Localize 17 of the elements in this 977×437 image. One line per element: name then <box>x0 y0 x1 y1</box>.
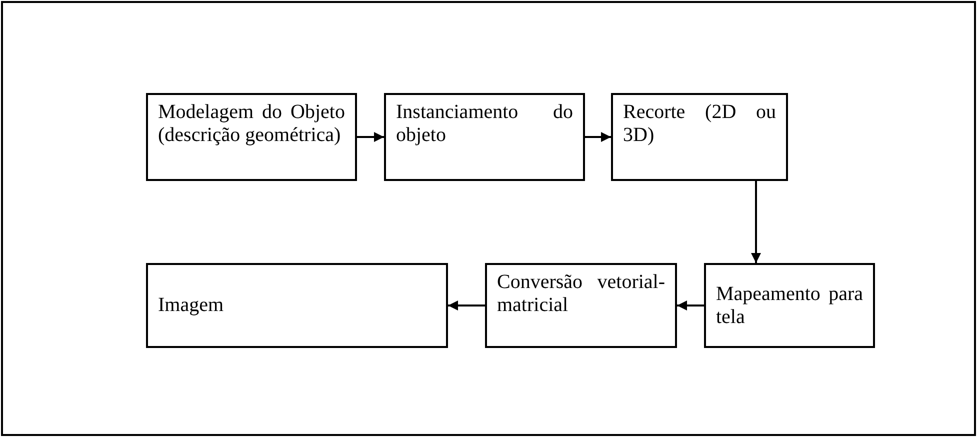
arrow <box>677 300 704 310</box>
process-box <box>485 263 677 348</box>
box-label: Conversão vetorial-matricial <box>497 271 665 317</box>
arrow <box>357 132 384 142</box>
box-label: Imagem <box>158 294 224 317</box>
process-box <box>611 93 788 181</box>
box-label: Mapeamento para tela <box>716 282 863 328</box>
process-box <box>704 263 875 348</box>
arrow <box>751 181 761 263</box>
process-box <box>146 263 448 348</box>
box-label: Modelagem do Objeto (descrição geométrica) <box>158 101 345 147</box>
process-box <box>146 93 357 181</box>
box-label: Instanciamento do objeto <box>396 101 573 147</box>
arrow <box>448 300 485 310</box>
process-box <box>384 93 585 181</box>
arrow <box>585 132 611 142</box>
box-label: Recorte (2D ou 3D) <box>623 101 776 147</box>
